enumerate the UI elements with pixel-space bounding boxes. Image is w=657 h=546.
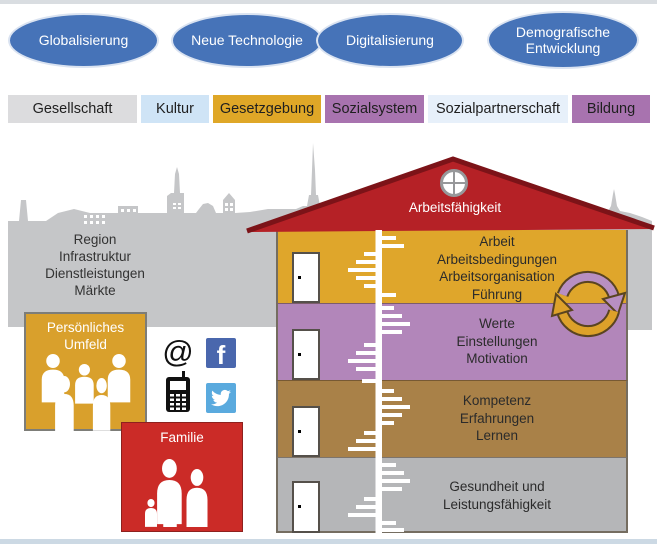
floor-line: Arbeitsorganisation bbox=[439, 269, 555, 284]
floor-line: Arbeit bbox=[479, 234, 515, 249]
driver-globalisierung: Globalisierung bbox=[8, 13, 159, 68]
facebook-icon: f bbox=[206, 338, 236, 368]
context-gesellschaft: Gesellschaft bbox=[8, 95, 137, 123]
frame-bottom-border bbox=[0, 539, 657, 544]
door-icon bbox=[292, 329, 320, 380]
context-gesetzgebung: Gesetzgebung bbox=[213, 95, 321, 123]
context-sozialsystem: Sozialsystem bbox=[325, 95, 424, 123]
floor-line: Führung bbox=[471, 286, 523, 302]
family-title: Familie bbox=[160, 430, 204, 445]
env-line: Region bbox=[73, 232, 117, 247]
door-icon bbox=[292, 406, 320, 457]
driver-demografische-entwicklung: Demografische Entwicklung bbox=[487, 11, 639, 69]
driver-neue-technologie: Neue Technologie bbox=[171, 13, 323, 68]
people-group-icon bbox=[41, 354, 131, 432]
skyline-windows bbox=[84, 203, 324, 224]
door-icon bbox=[292, 481, 320, 533]
floor-line: Gesundheit und bbox=[449, 479, 545, 494]
family-box: Familie bbox=[121, 422, 243, 532]
frame-top-border bbox=[0, 0, 657, 4]
context-bildung: Bildung bbox=[572, 95, 650, 123]
floor-line: Motivation bbox=[466, 351, 528, 366]
floor-text-werte: Werte Einstellungen Motivation bbox=[382, 315, 612, 368]
floor-line: Leistungsfähigkeit bbox=[442, 496, 552, 512]
floor-line: Werte bbox=[479, 316, 515, 331]
floor-line: Kompetenz bbox=[462, 393, 532, 408]
env-line: Märkte bbox=[74, 283, 116, 298]
floor-kompetenz bbox=[276, 380, 628, 457]
personal-environment-title: Persönliches bbox=[46, 320, 125, 335]
mobile-phone-icon bbox=[166, 371, 190, 412]
personal-environment-box: Persönliches Umfeld bbox=[24, 312, 147, 432]
roof-label: Arbeitsfähigkeit bbox=[408, 200, 502, 215]
floor-line: Erfahrungen bbox=[459, 410, 535, 426]
round-window-icon bbox=[440, 169, 468, 197]
family-icon bbox=[145, 459, 208, 527]
floor-line: Lernen bbox=[475, 428, 519, 443]
floor-text-gesundheit: Gesundheit und Leistungsfähigkeit bbox=[382, 478, 612, 513]
env-line: Infrastruktur bbox=[58, 249, 132, 264]
floor-gesundheit bbox=[276, 457, 628, 533]
env-line: Dienstleistungen bbox=[45, 266, 145, 281]
door-icon bbox=[292, 252, 320, 303]
context-kultur: Kultur bbox=[141, 95, 209, 123]
twitter-bird bbox=[211, 389, 231, 407]
at-symbol-icon: @ bbox=[162, 334, 194, 369]
floor-line: Einstellungen bbox=[456, 333, 538, 349]
driver-digitalisierung: Digitalisierung bbox=[316, 13, 464, 68]
twitter-icon bbox=[206, 383, 236, 413]
floor-text-arbeit: Arbeit Arbeitsbedingungen Arbeitsorganis… bbox=[382, 233, 612, 303]
floor-text-kompetenz: Kompetenz Erfahrungen Lernen bbox=[382, 392, 612, 445]
context-sozialpartnerschaft: Sozialpartnerschaft bbox=[428, 95, 568, 123]
regional-environment-text: Region Infrastruktur Dienstleistungen Mä… bbox=[10, 231, 180, 299]
floor-line: Arbeitsbedingungen bbox=[436, 251, 558, 267]
personal-environment-title: Umfeld bbox=[64, 337, 107, 352]
